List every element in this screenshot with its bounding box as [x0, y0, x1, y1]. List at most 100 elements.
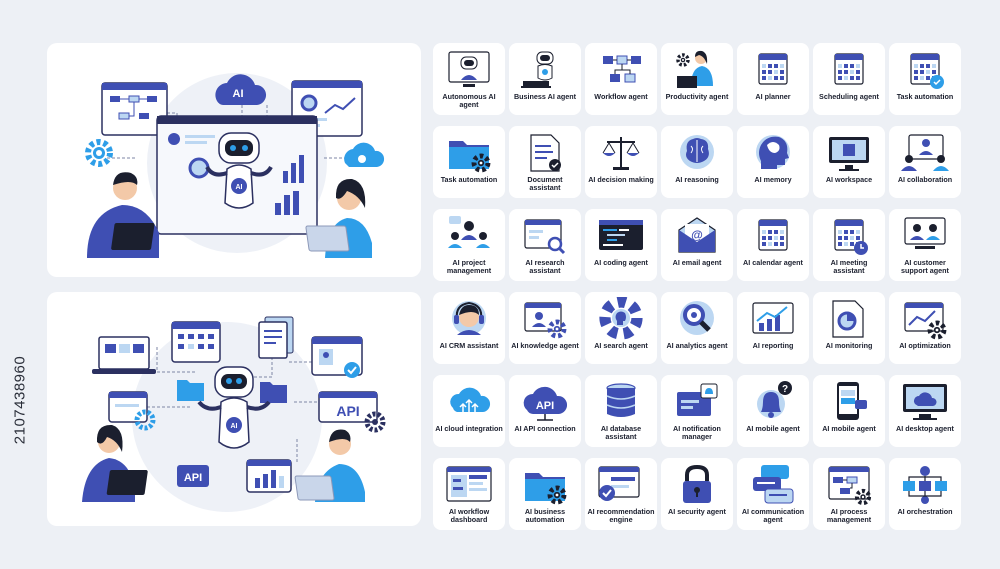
man-with-laptop: [87, 172, 159, 258]
cloud-ai-label: AI: [233, 88, 244, 100]
illustration-top-panel: AI: [47, 43, 421, 277]
icon-tile: AI cloud integration: [433, 375, 505, 447]
icon-tile-label: AI reporting: [752, 341, 794, 350]
icon-tile: AI coding agent: [585, 209, 657, 281]
icon-tile: AI optimization: [889, 292, 961, 364]
calendar-icon: [823, 48, 875, 92]
person-laptop-icon: [671, 48, 723, 92]
icon-tile: AI customer support agent: [889, 209, 961, 281]
icon-tile: Document assistant: [509, 126, 581, 198]
api-badge-icon: API: [177, 465, 209, 487]
icon-tile-label: Scheduling agent: [819, 92, 879, 101]
icon-tile-label: AI cloud integration: [435, 424, 503, 433]
icon-tile: Autonomous AI agent: [433, 43, 505, 115]
scales-icon: [595, 131, 647, 175]
folder-gear-icon: [519, 463, 571, 507]
icon-tile-label: AI meeting assistant: [830, 258, 868, 276]
icon-tile-label: AI recommendation engine: [587, 507, 655, 525]
icon-tile-label: AI calendar agent: [743, 258, 803, 267]
chart-window-icon: [246, 459, 292, 493]
icon-tile: AI desktop agent: [889, 375, 961, 447]
cloud-upload-icon: [443, 380, 495, 424]
window-search-icon: [519, 214, 571, 258]
icon-tile: Productivity agent: [661, 43, 733, 115]
lock-icon: [671, 463, 723, 507]
robot-ai-label: AI: [231, 423, 238, 430]
bell-question-icon: ?: [747, 380, 799, 424]
icon-tile-label: AI notification manager: [673, 424, 721, 442]
calendar-icon: [747, 214, 799, 258]
ai-connection-scene: API AI API: [82, 316, 386, 512]
icon-tile: Scheduling agent: [813, 43, 885, 115]
icon-tile-label: AI search agent: [594, 341, 648, 350]
icon-tile-label: AI orchestration: [897, 507, 953, 516]
icon-tile: AI knowledge agent: [509, 292, 581, 364]
phone-icon: [823, 380, 875, 424]
icon-tile-label: AI email agent: [672, 258, 722, 267]
pie-document-icon: [823, 297, 875, 341]
icon-tile-label: AI optimization: [899, 341, 951, 350]
robot-monitor-icon: [443, 48, 495, 92]
woman-with-laptop: [82, 424, 148, 502]
ai-assistant-scene: AI: [85, 73, 385, 258]
icon-tile: AI database assistant: [585, 375, 657, 447]
people-monitor-icon: [899, 131, 951, 175]
icon-tile-label: Productivity agent: [665, 92, 729, 101]
icon-tile-label: AI coding agent: [594, 258, 648, 267]
icon-tile-label: AI project management: [446, 258, 492, 276]
icon-tile: AI search agent: [585, 292, 657, 364]
magnifier-icon: [671, 297, 723, 341]
icon-tile-label: Document assistant: [527, 175, 563, 193]
api-label-bottom: API: [184, 472, 202, 484]
icon-tile-label: AI knowledge agent: [511, 341, 579, 350]
icon-tile: Business AI agent: [509, 43, 581, 115]
icon-tile-label: AI communication agent: [741, 507, 805, 525]
process-window-icon: [823, 463, 875, 507]
icon-tile-label: AI business automation: [524, 507, 566, 525]
icon-tile-label: AI desktop agent: [896, 424, 954, 433]
stock-id-watermark: 2107438960: [6, 302, 34, 498]
icon-tile: AI mobile agent: [813, 375, 885, 447]
stock-id-text: 2107438960: [11, 355, 29, 445]
cloud-gear-icon: [344, 142, 385, 167]
icon-tile: AI workspace: [813, 126, 885, 198]
icon-tile-label: AI monitoring: [825, 341, 873, 350]
folder-gear-icon: [443, 131, 495, 175]
woman-with-laptop: [305, 178, 372, 258]
laptop-icon: [92, 336, 156, 374]
icon-tile-label: AI decision making: [588, 175, 654, 184]
icon-tile-label: AI workspace: [825, 175, 873, 184]
icon-tile: AI reporting: [737, 292, 809, 364]
bell-window-icon: [671, 380, 723, 424]
email-icon: @: [671, 214, 723, 258]
calendar-clock-icon: [823, 214, 875, 258]
icon-tile: AI planner: [737, 43, 809, 115]
document-check-icon: [519, 131, 571, 175]
icon-tile: Workflow agent: [585, 43, 657, 115]
icon-tile: AI recommendation engine: [585, 458, 657, 530]
icon-tile-label: AI database assistant: [600, 424, 642, 442]
calendar-window-icon: [171, 321, 221, 363]
api-label-right: API: [336, 403, 359, 419]
icon-tile-label: AI research assistant: [525, 258, 565, 276]
profile-gear-icon: [519, 297, 571, 341]
icon-tile: AI communication agent: [737, 458, 809, 530]
team-icon: [443, 214, 495, 258]
folder-icon-1: [177, 380, 204, 401]
database-icon: [595, 380, 647, 424]
icon-tile-label: AI API connection: [514, 424, 576, 433]
icon-tile: @AI email agent: [661, 209, 733, 281]
icon-tile-label: AI planner: [755, 92, 791, 101]
calendar-check-icon: [899, 48, 951, 92]
workflow-window-icon: [101, 82, 168, 136]
icon-tile-label: AI workflow dashboard: [448, 507, 490, 525]
orchestration-icon: [899, 463, 951, 507]
settings-window-icon: [108, 391, 156, 431]
svg-text:?: ?: [782, 384, 788, 395]
icon-tile: AI collaboration: [889, 126, 961, 198]
icon-tile-label: Autonomous AI agent: [442, 92, 496, 110]
api-cloud-icon: API: [519, 380, 571, 424]
icon-tile: AI security agent: [661, 458, 733, 530]
icon-tile-label: Workflow agent: [594, 92, 648, 101]
icon-tile-label: AI collaboration: [897, 175, 953, 184]
